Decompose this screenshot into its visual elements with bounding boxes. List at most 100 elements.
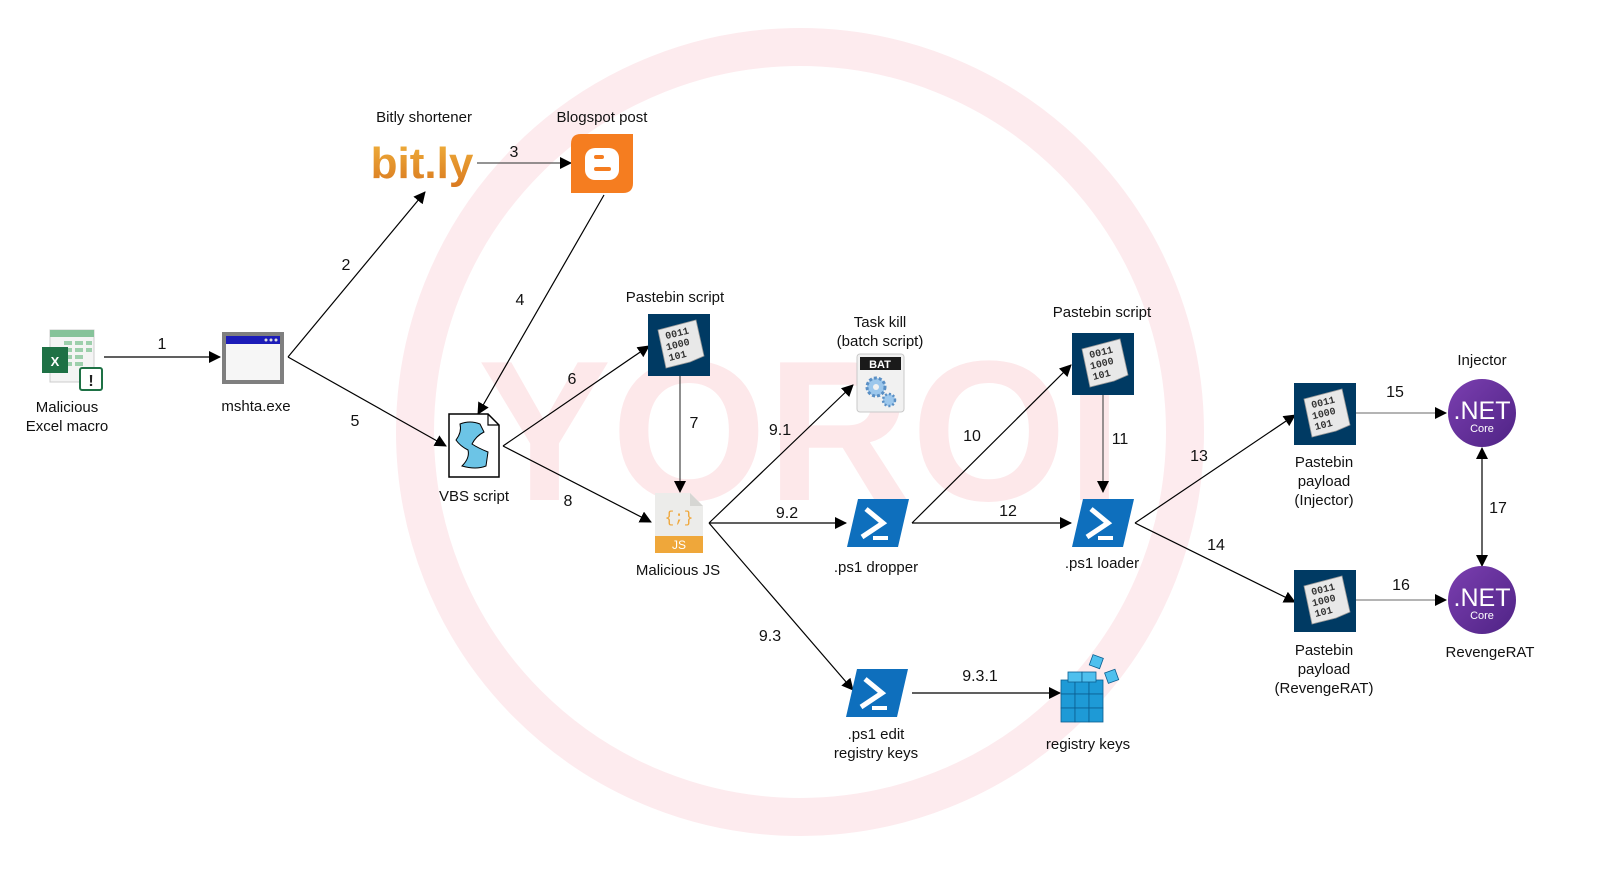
edge-4[interactable] — [477, 194, 605, 415]
edge-label-14: 14 — [1207, 537, 1225, 554]
watermark: YOROI — [396, 28, 1204, 836]
node-label: payload — [1298, 661, 1351, 678]
node-injector[interactable]: Injector .NET Core — [1448, 352, 1516, 447]
binary-line: 101 — [1092, 369, 1112, 384]
node-label: registry keys — [1046, 736, 1130, 753]
edge-label-4: 4 — [516, 292, 525, 309]
js-band: JS — [672, 538, 686, 552]
edge-8[interactable] — [502, 445, 652, 523]
js-file-icon: {;} JS — [655, 493, 703, 553]
node-label: Blogspot post — [557, 109, 649, 126]
node-label: VBS script — [439, 488, 510, 505]
edge-label-1: 1 — [158, 336, 167, 353]
node-label: RevengeRAT — [1446, 644, 1535, 661]
watermark-text: YOROI — [478, 320, 1123, 543]
node-label: Bitly shortener — [376, 109, 472, 126]
node-vbs[interactable]: VBS script — [439, 413, 510, 505]
edge-13[interactable] — [1134, 414, 1296, 524]
edge-labels: 1 2 3 4 5 6 7 8 9.1 9.2 9.3 9.3.1 10 11 … — [158, 144, 1507, 685]
edge-label-17: 17 — [1489, 500, 1507, 517]
dotnet-logo-main: .NET — [1454, 584, 1511, 612]
binary-file-icon: 0011 1000 101 — [1294, 570, 1356, 632]
edge-label-15: 15 — [1386, 384, 1404, 401]
powershell-icon — [1072, 499, 1134, 547]
node-ps1-edit-registry[interactable]: .ps1 edit registry keys — [834, 669, 918, 762]
edge-label-3: 3 — [510, 144, 519, 161]
bat-band: BAT — [869, 359, 891, 371]
node-label: Pastebin script — [1053, 304, 1152, 321]
powershell-icon — [846, 669, 908, 717]
edge-label-6: 6 — [568, 371, 577, 388]
node-label: .ps1 loader — [1065, 555, 1139, 572]
dotnet-logo-main: .NET — [1454, 397, 1511, 425]
node-label: payload — [1298, 473, 1351, 490]
node-pastebin-payload-revengerat[interactable]: 0011 1000 101 Pastebin payload (RevengeR… — [1275, 570, 1374, 697]
node-ps1-loader[interactable]: .ps1 loader — [1065, 499, 1139, 572]
node-malicious-js[interactable]: {;} JS Malicious JS — [636, 493, 720, 579]
edge-6[interactable] — [502, 345, 650, 447]
node-label: Malicious — [36, 399, 99, 416]
dotnet-logo-sub: Core — [1470, 610, 1494, 622]
node-label: registry keys — [834, 745, 918, 762]
binary-file-icon: 0011 1000 101 — [648, 314, 710, 376]
binary-file-icon: 0011 1000 101 — [1072, 333, 1134, 395]
excel-icon: X ! — [42, 329, 103, 391]
edge-14[interactable] — [1134, 522, 1296, 603]
dotnet-core-icon: .NET Core — [1448, 566, 1516, 634]
node-mshta[interactable]: mshta.exe — [221, 332, 291, 415]
node-label: Pastebin — [1295, 454, 1353, 471]
node-label: (batch script) — [837, 333, 924, 350]
registry-icon — [1060, 654, 1120, 723]
binary-file-icon: 0011 1000 101 — [1294, 383, 1356, 445]
blogger-icon — [571, 134, 633, 193]
edges — [104, 157, 1488, 699]
window-icon — [222, 332, 284, 384]
js-glyph: {;} — [665, 509, 694, 527]
edge-label-8: 8 — [564, 493, 573, 510]
svg-text:X: X — [51, 354, 60, 369]
node-label: Injector — [1457, 352, 1506, 369]
edge-label-12: 12 — [999, 503, 1017, 520]
edge-9.3[interactable] — [708, 522, 854, 691]
node-bitly[interactable]: Bitly shortener bit.ly — [371, 109, 474, 188]
node-revengerat[interactable]: .NET Core RevengeRAT — [1446, 566, 1535, 661]
node-blogspot[interactable]: Blogspot post — [557, 109, 649, 193]
edge-2[interactable] — [287, 191, 426, 358]
edge-10[interactable] — [911, 364, 1072, 524]
edge-5[interactable] — [287, 356, 447, 447]
node-label: (RevengeRAT) — [1275, 680, 1374, 697]
edge-label-11: 11 — [1112, 431, 1129, 448]
dotnet-logo-sub: Core — [1470, 423, 1494, 435]
node-pastebin-script-1[interactable]: Pastebin script 0011 1000 101 — [626, 289, 725, 376]
node-registry-keys[interactable]: registry keys — [1046, 654, 1130, 753]
node-label: .ps1 dropper — [834, 559, 918, 576]
node-pastebin-script-2[interactable]: Pastebin script 0011 1000 101 — [1053, 304, 1152, 395]
edge-9.1[interactable] — [708, 384, 854, 524]
binary-line: 101 — [668, 350, 688, 365]
node-label: Pastebin — [1295, 642, 1353, 659]
bitly-logo: bit.ly — [371, 139, 474, 188]
node-label: Task kill — [854, 314, 907, 331]
powershell-icon — [847, 499, 909, 547]
node-ps1-dropper[interactable]: .ps1 dropper — [834, 499, 918, 576]
node-label: mshta.exe — [221, 398, 290, 415]
node-pastebin-payload-injector[interactable]: 0011 1000 101 Pastebin payload (Injector… — [1294, 383, 1356, 509]
edge-label-9-1: 9.1 — [769, 422, 791, 439]
binary-line: 101 — [1314, 606, 1334, 621]
edge-label-2: 2 — [342, 257, 351, 274]
node-label: Excel macro — [26, 418, 109, 435]
svg-text:!: ! — [88, 373, 93, 390]
edge-label-13: 13 — [1190, 448, 1208, 465]
node-label: Malicious JS — [636, 562, 720, 579]
edge-label-7: 7 — [690, 415, 699, 432]
edge-label-10: 10 — [963, 428, 981, 445]
binary-line: 101 — [1314, 419, 1334, 434]
edge-label-16: 16 — [1392, 577, 1410, 594]
edge-label-5: 5 — [351, 413, 360, 430]
node-task-kill[interactable]: Task kill (batch script) BAT — [837, 314, 924, 413]
node-label: .ps1 edit — [848, 726, 906, 743]
bat-file-icon: BAT — [856, 353, 905, 413]
node-excel[interactable]: X ! Malicious Excel macro — [26, 329, 109, 435]
watermark-ring — [396, 28, 1204, 836]
